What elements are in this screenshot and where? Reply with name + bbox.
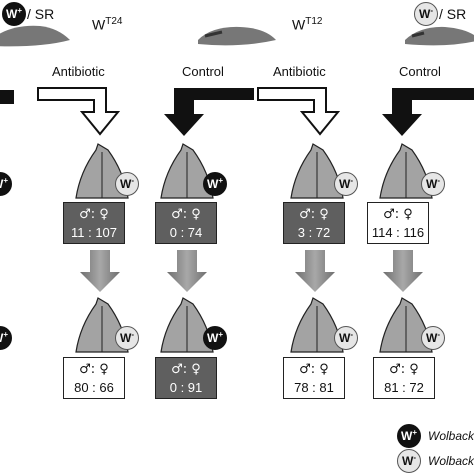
badge-col3-gen1-icon: W- bbox=[334, 172, 358, 196]
top-arrow-open-1 bbox=[37, 87, 121, 136]
badge-col4-gen2-icon: W- bbox=[421, 326, 445, 350]
ratio-box-col1-gen1: ♂: ♀11 : 107 bbox=[63, 202, 125, 244]
ratio-box-col2-gen1: ♂: ♀0 : 74 bbox=[155, 202, 217, 244]
left-partial-arrow bbox=[0, 90, 14, 104]
ratio-box-col4-gen1: ♂: ♀114 : 116 bbox=[367, 202, 429, 244]
column-label-1: Antibiotic bbox=[52, 64, 105, 79]
column-label-2: Control bbox=[182, 64, 224, 79]
legend-wplus-icon: W+ bbox=[397, 424, 421, 448]
column-label-4: Control bbox=[399, 64, 441, 79]
down-arrow-col4 bbox=[383, 250, 423, 292]
moth-col2-gen1 bbox=[160, 143, 214, 199]
badge-col1-gen1-icon: W- bbox=[115, 172, 139, 196]
down-arrow-col2 bbox=[167, 250, 207, 292]
header-sr-label-2: / SR bbox=[439, 6, 467, 22]
top-arrow-filled-4 bbox=[382, 88, 474, 136]
moth-col4-gen1 bbox=[379, 143, 433, 199]
moth-col3-gen1 bbox=[290, 143, 344, 199]
top-arrow-open-3 bbox=[257, 87, 341, 136]
top-arrow-filled-2 bbox=[164, 88, 254, 136]
badge-col2-gen2-icon: W+ bbox=[203, 326, 227, 350]
legend-label-1: Wolback bbox=[428, 429, 474, 443]
header-strain-code-2: WT12 bbox=[292, 16, 323, 33]
ratio-box-col2-gen2: ♂: ♀0 : 91 bbox=[155, 357, 217, 399]
legend-label-2: Wolback bbox=[428, 454, 474, 468]
larva-3 bbox=[405, 26, 474, 46]
badge-col3-gen2-icon: W- bbox=[334, 326, 358, 350]
moth-col2-gen2 bbox=[160, 297, 214, 353]
ratio-box-col3-gen1: ♂: ♀3 : 72 bbox=[283, 202, 345, 244]
larva-1 bbox=[0, 25, 70, 47]
header-strain-code-1: WT24 bbox=[92, 16, 123, 33]
ratio-box-col1-gen2: ♂: ♀80 : 66 bbox=[63, 357, 125, 399]
badge-col2-gen1-icon: W+ bbox=[203, 172, 227, 196]
larva-2 bbox=[198, 26, 276, 46]
column-label-3: Antibiotic bbox=[273, 64, 326, 79]
header-sr-label-1: / SR bbox=[27, 6, 55, 22]
header-badge-wplus-icon: W+ bbox=[2, 2, 26, 26]
down-arrow-col1 bbox=[80, 250, 120, 292]
badge-col1-gen2-icon: W- bbox=[115, 326, 139, 350]
down-arrow-col3 bbox=[295, 250, 335, 292]
moth-col4-gen2 bbox=[379, 297, 433, 353]
ratio-box-col3-gen2: ♂: ♀78 : 81 bbox=[283, 357, 345, 399]
legend-wminus-icon: W- bbox=[397, 449, 421, 473]
badge-col4-gen1-icon: W- bbox=[421, 172, 445, 196]
moth-col3-gen2 bbox=[290, 297, 344, 353]
header-badge-wminus-icon: W- bbox=[414, 2, 438, 26]
ratio-box-col4-gen2: ♂: ♀81 : 72 bbox=[373, 357, 435, 399]
